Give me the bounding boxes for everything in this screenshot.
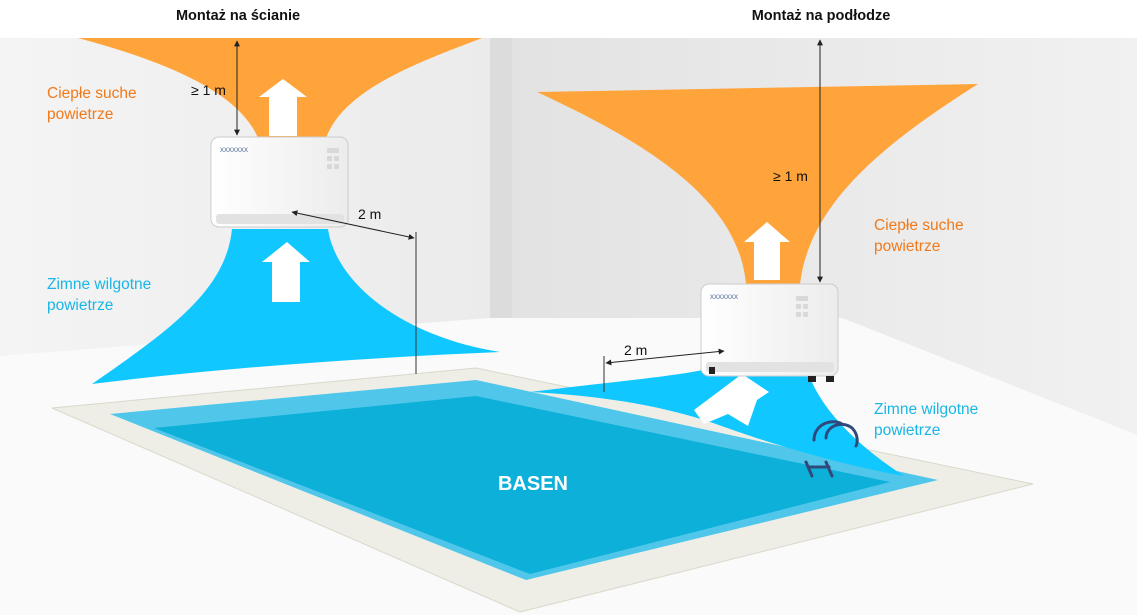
floor-warm-air-label-line2: powietrze: [874, 238, 940, 255]
corner-shadow: [490, 38, 512, 318]
wall-cold-air-label-line2: powietrze: [47, 297, 113, 314]
wall-unit-brand: XXXXXXX: [220, 148, 248, 154]
pool-label: BASEN: [498, 473, 568, 495]
floor-unit-display-icon: [796, 296, 808, 317]
floor-unit-foot-mid: [808, 376, 816, 382]
floor-distance-line: [605, 348, 725, 366]
wall-distance-line: [291, 210, 415, 240]
floor-clearance-label: ≥ 1 m: [773, 168, 808, 184]
floor-warm-air-plume: [537, 84, 978, 284]
wall-mount-section: XXXXXXX ≥ 1 m 2 m Ciepłe suche powietrze…: [47, 38, 500, 384]
floor-distance-label: 2 m: [624, 342, 647, 358]
floor-unit-brand: XXXXXXX: [710, 295, 738, 301]
wall-cold-air-plume: [92, 229, 500, 384]
pool: [51, 367, 1034, 613]
wall-mount-title: Montaż na ścianie: [176, 8, 300, 24]
floor-heat-pump-unit: XXXXXXX: [700, 283, 839, 382]
wall-cold-air-label-line1: Zimne wilgotne: [47, 276, 151, 293]
wall-clearance-label: ≥ 1 m: [191, 82, 226, 98]
pool-water: [154, 396, 890, 574]
wall-warm-air-label-line2: powietrze: [47, 106, 113, 123]
floor-warm-air-arrow: [744, 222, 790, 280]
floor-cold-air-label-line1: Zimne wilgotne: [874, 401, 978, 418]
floor-mount-section: XXXXXXX ≥ 1 m 2 m Ciepłe suche powie: [530, 39, 978, 478]
wall-cold-air-arrow: [262, 242, 310, 302]
floor-cold-air-arrow: [694, 374, 769, 426]
floor-mount-title: Montaż na podłodze: [752, 8, 891, 24]
pool-ladder-icon: [804, 420, 859, 478]
floor-warm-air-label-line1: Ciepłe suche: [874, 217, 964, 234]
wall-heat-pump-unit: XXXXXXX: [210, 136, 349, 228]
wall-distance-label: 2 m: [358, 206, 381, 222]
floor-unit-foot-right: [826, 376, 834, 382]
floor-cold-air-plume: [530, 368, 904, 476]
wall-unit-display-icon: [327, 148, 339, 169]
floor-cold-air-label-line2: powietrze: [874, 422, 940, 439]
wall-warm-air-arrow: [259, 79, 307, 136]
wall-warm-air-label-line1: Ciepłe suche: [47, 85, 137, 102]
floor-unit-foot-left: [709, 367, 715, 374]
